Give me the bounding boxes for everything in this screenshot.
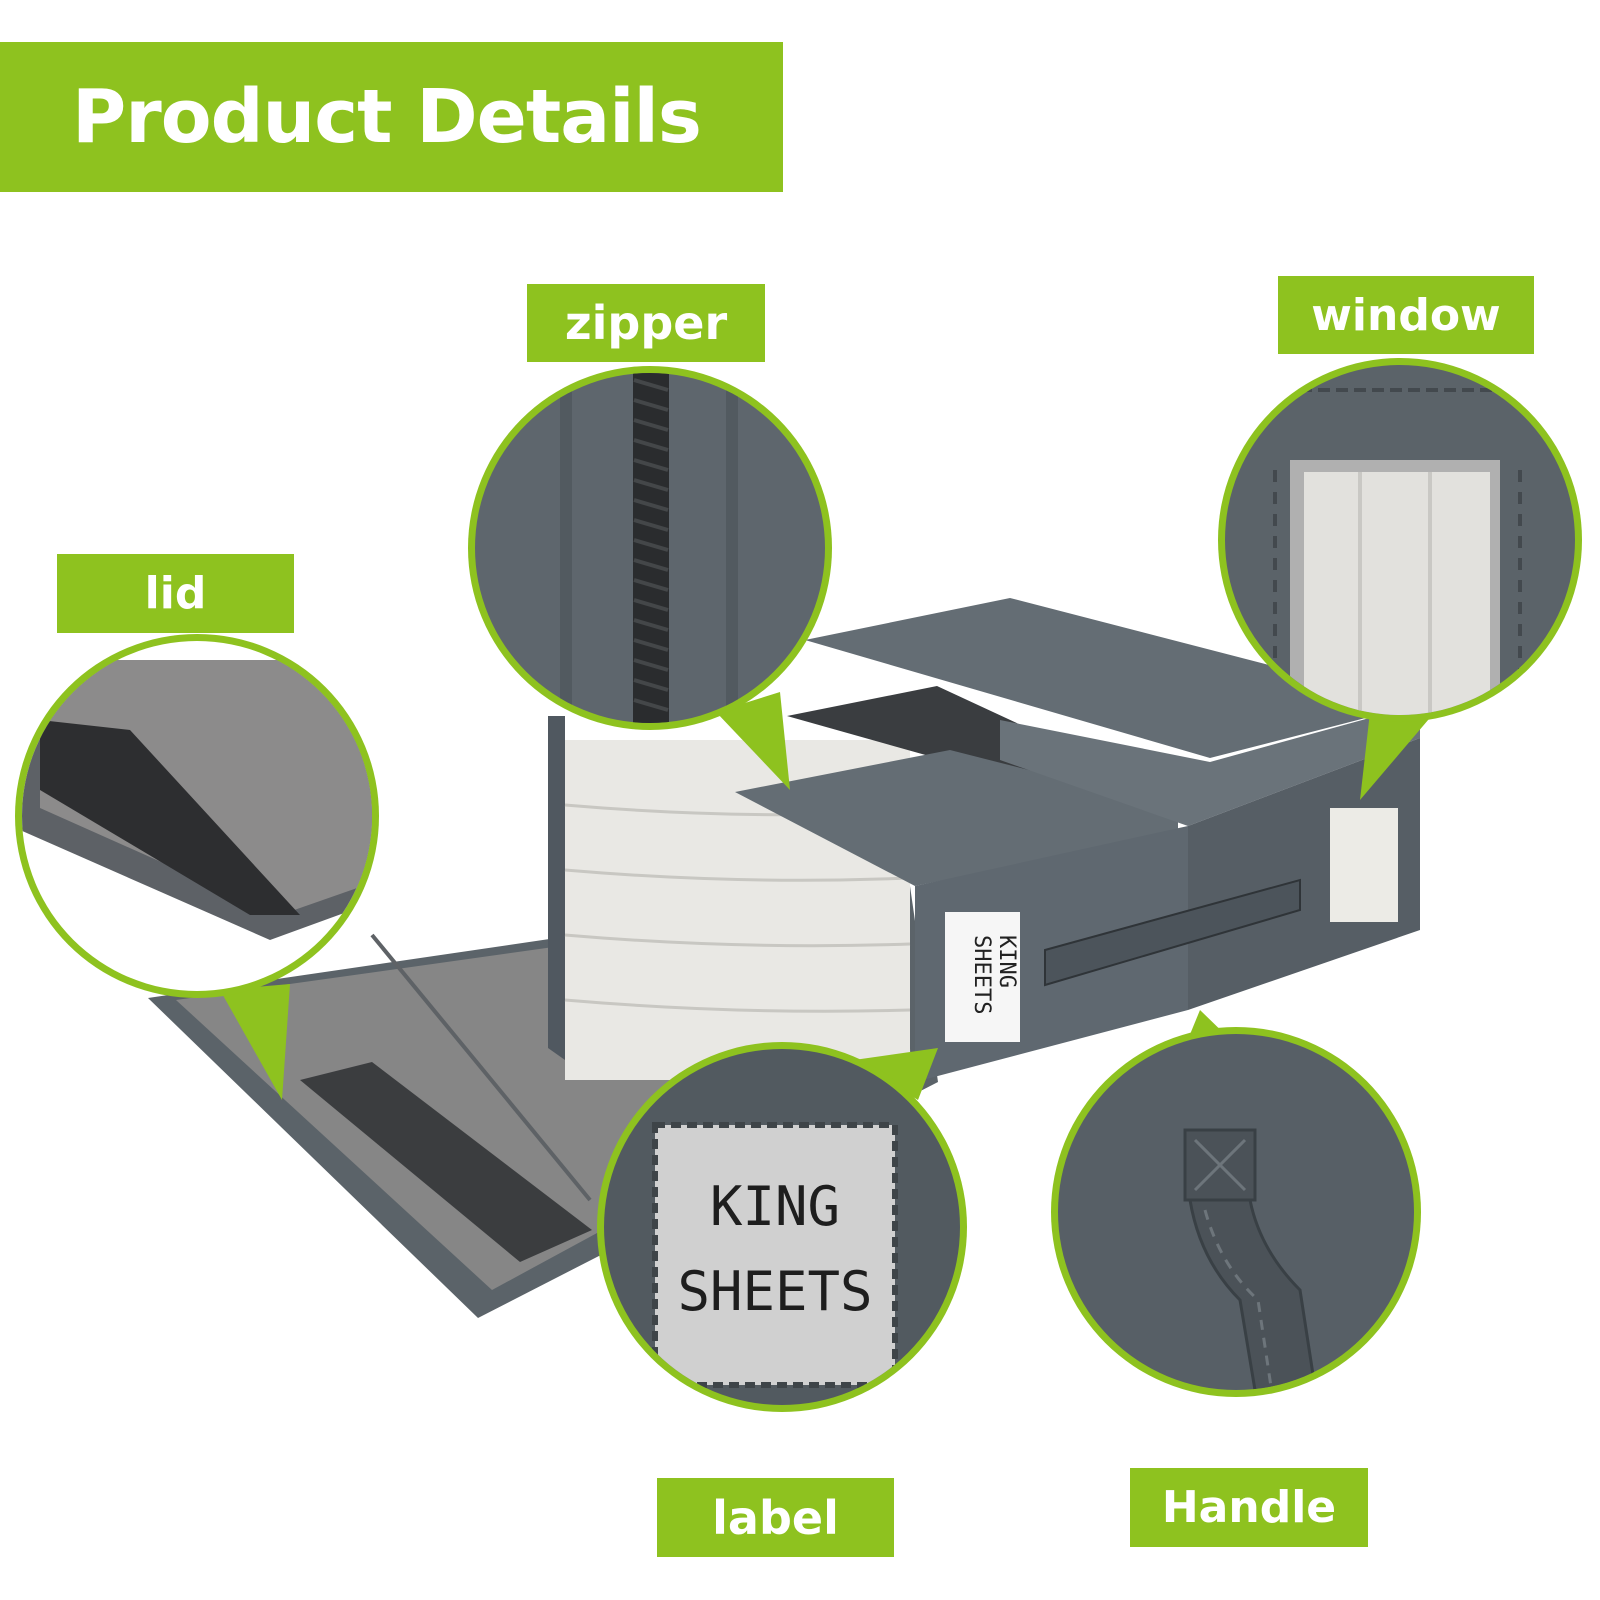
top-back-panel — [805, 598, 1420, 758]
page-title: Product Details — [0, 42, 783, 192]
handle-tag: Handle — [1130, 1468, 1368, 1547]
box-handle — [1044, 878, 1301, 987]
lid-tag: lid — [57, 554, 294, 633]
lid-dark-stripe — [300, 1062, 592, 1262]
zipper-pointer — [716, 692, 790, 790]
zoom-label-line2: SHEETS — [677, 1260, 872, 1323]
box-right-face — [1188, 738, 1420, 1010]
lid-zoom — [15, 634, 379, 998]
box-label-line1: KING — [994, 935, 1019, 988]
label-zoom: KING SHEETS — [597, 1042, 967, 1412]
storage-box: SHEETS KING — [148, 598, 1420, 1318]
window-pointer — [1360, 706, 1440, 800]
top-front-panel — [735, 750, 1178, 886]
zipper-zoom — [468, 366, 832, 730]
zipper-tag: zipper — [527, 284, 765, 362]
lid-pointer — [220, 984, 290, 1100]
box-side-window — [1330, 808, 1398, 922]
handle-zoom — [1051, 1027, 1421, 1397]
box-label-line2: SHEETS — [969, 935, 994, 1014]
window-tag: window — [1278, 276, 1534, 354]
zoom-label-line1: KING — [710, 1175, 840, 1238]
window-zoom — [1218, 358, 1582, 722]
label-tag: label — [657, 1478, 894, 1557]
top-right-panel — [1000, 704, 1420, 826]
label-pointer — [854, 1048, 938, 1100]
box-left-side — [548, 716, 565, 1060]
box-front-label — [945, 912, 1020, 1042]
